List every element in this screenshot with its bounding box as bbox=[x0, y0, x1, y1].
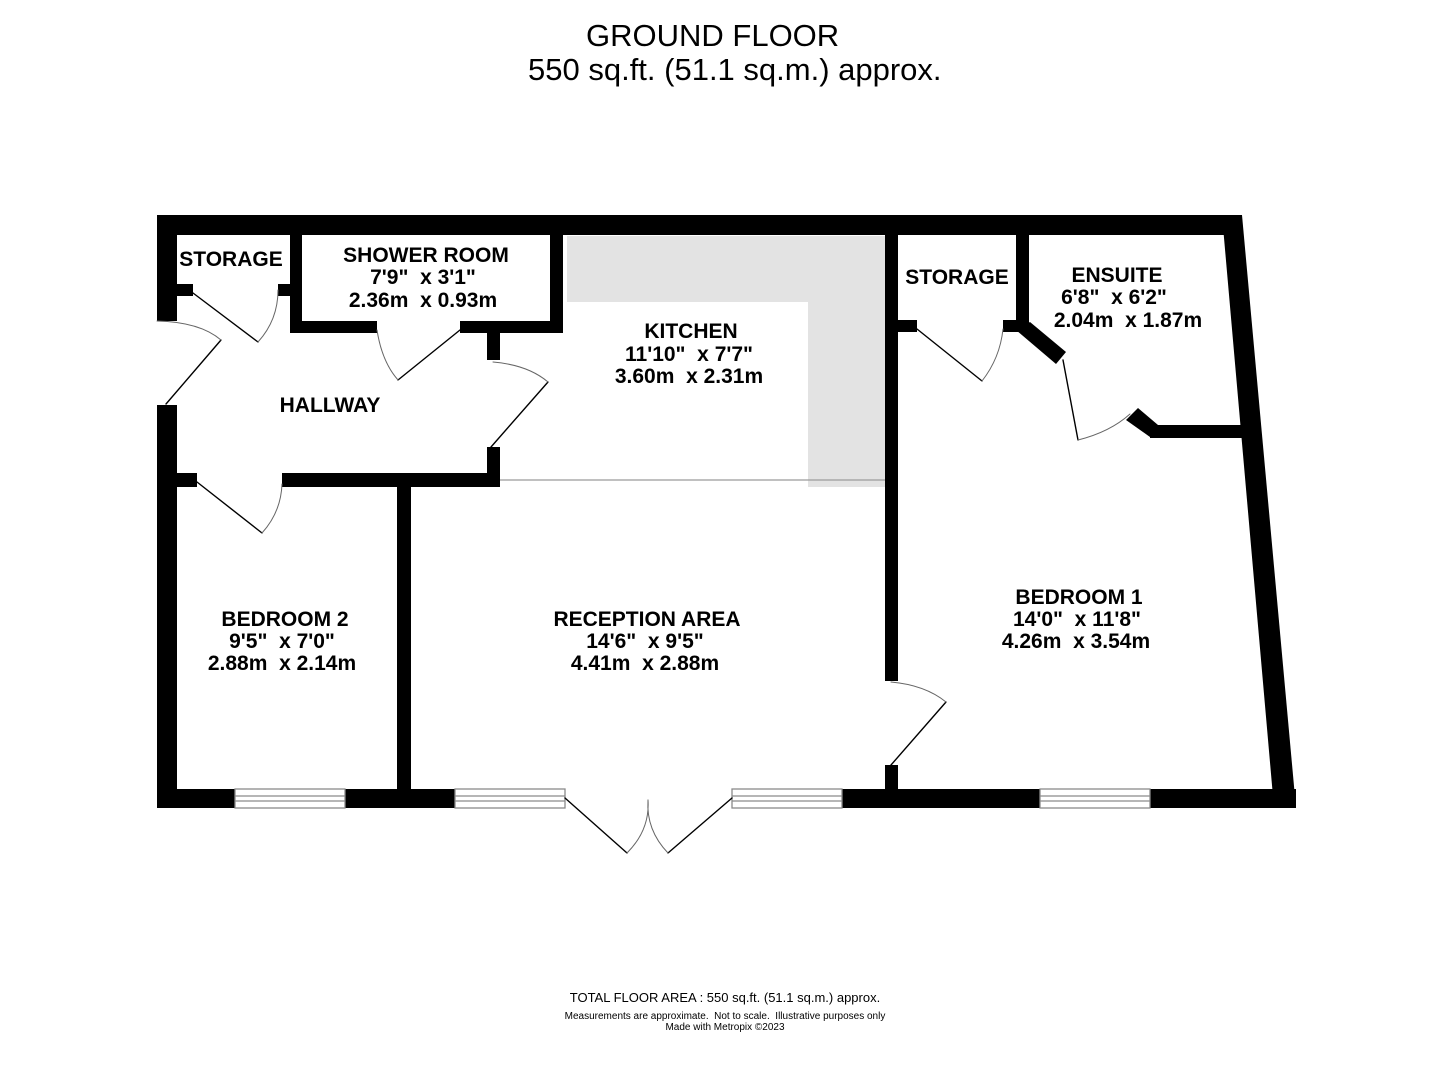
kitchen-metric: 3.60m x 2.31m bbox=[615, 365, 763, 388]
shower-room-imperial: 7'9" x 3'1" bbox=[370, 266, 476, 289]
floor-area: 550 sq.ft. (51.1 sq.m.) approx. bbox=[528, 52, 942, 87]
wall-storage2-stub bbox=[896, 320, 917, 332]
door-kitchen bbox=[490, 361, 549, 448]
wall-reception-bed1-lower bbox=[885, 765, 898, 808]
footer-disclaimer: Measurements are approximate. Not to sca… bbox=[564, 1011, 886, 1022]
storage-right-name: STORAGE bbox=[905, 266, 1008, 289]
bedroom-2-name: BEDROOM 2 bbox=[221, 608, 348, 631]
wall-storage2-right bbox=[1016, 233, 1029, 320]
hallway-name: HALLWAY bbox=[280, 394, 381, 417]
wall-outer-left-upper bbox=[157, 215, 177, 321]
wall-bed2-reception bbox=[397, 485, 411, 808]
walls bbox=[157, 215, 1296, 808]
room-labels: STORAGE SHOWER ROOM 7'9" x 3'1" 2.36m x … bbox=[179, 244, 1202, 675]
wall-shower-right bbox=[550, 233, 563, 333]
wall-storage-right-stub bbox=[278, 284, 292, 296]
bedroom-2-metric: 2.88m x 2.14m bbox=[208, 652, 356, 675]
door-bedroom-2 bbox=[196, 481, 283, 534]
reception-area-name: RECEPTION AREA bbox=[553, 608, 740, 631]
wall-ensuite-bottom bbox=[1150, 425, 1258, 438]
ensuite-name: ENSUITE bbox=[1071, 264, 1162, 287]
door-storage-right bbox=[916, 328, 1004, 382]
bedroom-2-imperial: 9'5" x 7'0" bbox=[229, 630, 335, 653]
floor-heading: GROUND FLOOR 550 sq.ft. (51.1 sq.m.) app… bbox=[0, 18, 1450, 88]
door-bedroom-1 bbox=[890, 681, 947, 766]
window-reception-left bbox=[454, 788, 566, 809]
wall-hall-bottom-right bbox=[282, 473, 500, 487]
wall-ensuite-diag-upper bbox=[1016, 322, 1066, 364]
wall-reception-bed1-upper bbox=[885, 233, 898, 681]
window-bedroom-2 bbox=[234, 788, 346, 809]
wall-hall-kitchen-upper bbox=[487, 333, 500, 360]
storage-left-name: STORAGE bbox=[179, 248, 282, 271]
wall-shower-bottom-left bbox=[290, 321, 377, 333]
door-storage-left bbox=[192, 289, 279, 343]
wall-hall-bottom-left bbox=[175, 473, 197, 487]
shower-room-metric: 2.36m x 0.93m bbox=[349, 289, 497, 312]
windows bbox=[234, 788, 1151, 809]
wall-bottom-1 bbox=[157, 789, 235, 808]
bedroom-1-name: BEDROOM 1 bbox=[1015, 586, 1143, 609]
kitchen-name: KITCHEN bbox=[644, 320, 737, 343]
ensuite-metric: 2.04m x 1.87m bbox=[1054, 309, 1202, 332]
floor-title: GROUND FLOOR bbox=[586, 18, 840, 53]
wall-outer-left-lower bbox=[157, 405, 177, 808]
wall-outer-right bbox=[1222, 215, 1296, 808]
window-bedroom-1 bbox=[1039, 788, 1151, 809]
door-entrance bbox=[156, 320, 222, 405]
door-patio-right bbox=[647, 797, 733, 854]
doors bbox=[156, 289, 1131, 854]
door-shower-room bbox=[376, 329, 461, 381]
wall-storage-left-stub bbox=[175, 284, 193, 296]
bedroom-1-metric: 4.26m x 3.54m bbox=[1002, 630, 1150, 653]
door-patio-left bbox=[564, 797, 649, 854]
wall-bottom-3 bbox=[842, 789, 1040, 808]
wall-bottom-4 bbox=[1150, 789, 1296, 808]
footer-credit: Made with Metropix ©2023 bbox=[665, 1022, 785, 1033]
footer-total-area: TOTAL FLOOR AREA : 550 sq.ft. (51.1 sq.m… bbox=[569, 990, 881, 1005]
reception-area-imperial: 14'6" x 9'5" bbox=[586, 630, 703, 653]
kitchen-counter bbox=[567, 236, 885, 487]
wall-shower-bottom-right bbox=[460, 321, 563, 333]
reception-area-metric: 4.41m x 2.88m bbox=[571, 652, 719, 675]
wall-shower-left bbox=[290, 233, 302, 333]
wall-outer-top bbox=[157, 215, 1242, 235]
bedroom-1-imperial: 14'0" x 11'8" bbox=[1013, 608, 1141, 631]
window-reception-right bbox=[731, 788, 843, 809]
shower-room-name: SHOWER ROOM bbox=[343, 244, 509, 267]
ensuite-imperial: 6'8" x 6'2" bbox=[1061, 286, 1167, 309]
door-ensuite bbox=[1062, 359, 1131, 441]
kitchen-imperial: 11'10" x 7'7" bbox=[625, 343, 753, 366]
